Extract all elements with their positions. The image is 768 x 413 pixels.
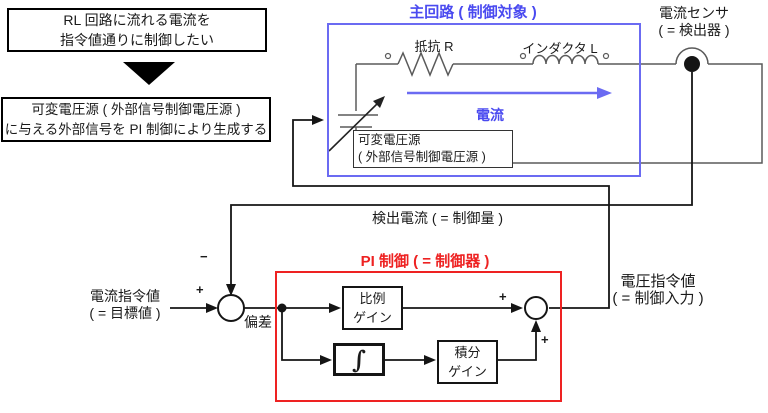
arrowhead-i-out [531,320,541,332]
arrowhead-int-in [320,355,332,365]
setpoint-label-line2: ( = 目標値 ) [89,305,161,321]
integral-gain-line1: 積分 [454,345,481,360]
arrowhead-p-in [329,303,341,313]
flow-box-goal: RL 回路に流れる電流を 指令値通りに制御したい [7,8,267,52]
current-sensor-dot [684,56,700,72]
flow-box-goal-line2: 指令値通りに制御したい [60,32,214,48]
arrowhead-p-out [511,303,523,313]
summing-junction-output [524,296,548,320]
integrator-symbol: ∫ [352,344,366,374]
setpoint-label: 電流指令値 ( = 目標値 ) [78,288,172,322]
arrowhead-setpoint [206,303,218,313]
error-label: 偏差 [244,314,272,330]
resistor-symbol [397,51,454,77]
integral-gain-line2: ゲイン [448,364,487,379]
node-dot [602,52,610,60]
voltage-source-label-line2: ( 外部信号制御電圧源 ) [358,150,486,164]
pi-title: PI 制御 ( = 制御器 ) [360,253,490,270]
current-sensor-label-line2: ( = 検出器 ) [658,22,730,38]
integrator-block: ∫ [333,343,385,376]
current-label: 電流 [476,107,504,123]
main-circuit-box [327,23,641,177]
inductor-symbol [532,54,599,65]
resistor-label: 抵抗 R [414,39,454,54]
flow-box-method: 可変電圧源 ( 外部信号制御電圧源 ) に与える外部信号を PI 制御により生成… [1,97,271,142]
current-sensor-label: 電流センサ ( = 検出器 ) [640,5,748,39]
proportional-gain-block: 比例 ゲイン [342,286,403,330]
setpoint-plus-sign: + [196,282,204,297]
arrowhead-igain-in [424,355,436,365]
proportional-gain-line2: ゲイン [353,310,392,325]
pi-controller-box [275,271,562,402]
output-label-line2: ( = 制御入力 ) [612,290,704,307]
flow-down-arrow [123,62,175,85]
p-path-plus-sign: + [499,289,507,304]
summing-junction-error [217,294,245,322]
i-path-plus-sign: + [541,332,549,347]
flow-box-goal-line1: RL 回路に流れる電流を [63,12,211,28]
flow-box-method-line1: 可変電圧源 ( 外部信号制御電圧源 ) [31,101,241,117]
node-dot [519,52,527,60]
setpoint-label-line1: 電流指令値 [90,288,160,304]
integral-gain-block: 積分 ゲイン [437,340,498,384]
proportional-gain-line1: 比例 [359,291,386,306]
arrowhead-feedback [226,284,236,296]
variable-source-arrow [328,96,385,152]
current-sensor-label-line1: 電流センサ [659,5,729,21]
current-arrow [407,87,612,99]
arrowhead-source-in [312,115,324,125]
node-dot [384,52,392,60]
feedback-label: 検出電流 ( = 制御量 ) [371,210,504,226]
flow-box-method-line2: に与える外部信号を PI 制御により生成する [4,121,268,137]
sensor-loop [675,47,709,65]
voltage-source-label: 可変電圧源 ( 外部信号制御電圧源 ) [353,130,513,168]
signal-lines [170,72,693,365]
output-label-line1: 電圧指令値 [620,273,696,290]
output-label: 電圧指令値 ( = 制御入力 ) [606,273,710,307]
inductor-label: インダクタ L [522,41,598,56]
voltage-source-label-line1: 可変電圧源 [358,133,421,147]
main-circuit-title: 主回路 ( 制御対象 ) [409,4,537,21]
feedback-minus-sign: − [200,249,208,264]
